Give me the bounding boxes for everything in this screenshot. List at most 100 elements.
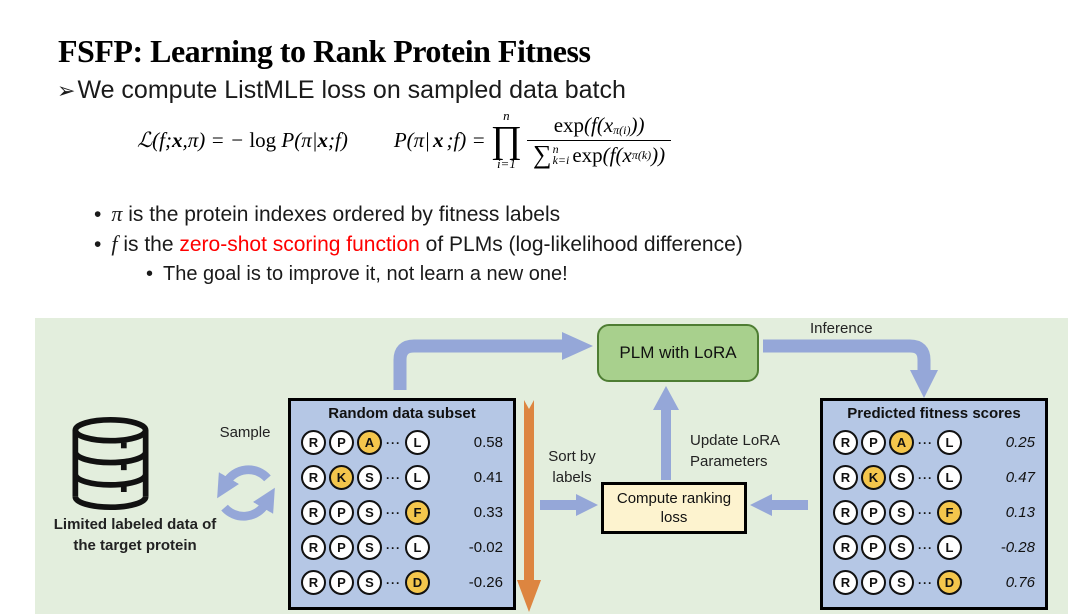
bullet-goal: •The goal is to improve it, not learn a … (146, 263, 568, 285)
protein-row: R P S ··· F 0.33 (301, 495, 505, 530)
inference-label: Inference (810, 320, 873, 337)
amino-acid-circle: S (889, 535, 914, 560)
protein-row: R K S ··· L 0.41 (301, 460, 505, 495)
amino-acid-circle: L (937, 465, 962, 490)
fitness-score: -0.28 (1000, 539, 1035, 556)
database-icon (72, 416, 149, 511)
dot-bullet-icon: • (94, 203, 102, 226)
ellipsis: ··· (918, 505, 933, 520)
amino-acid-circle: K (861, 465, 886, 490)
amino-acid-circle: A (357, 430, 382, 455)
amino-acid-circle: K (329, 465, 354, 490)
fitness-score: 0.58 (473, 434, 503, 451)
amino-acid-circle: F (937, 500, 962, 525)
amino-acid-circle: S (889, 570, 914, 595)
amino-acid-circle: L (405, 430, 430, 455)
plm-with-lora-box: PLM with LoRA (597, 324, 759, 382)
fitness-score: 0.41 (473, 469, 503, 486)
amino-acid-circle: P (329, 430, 354, 455)
amino-acid-circle: R (301, 500, 326, 525)
sum-operator: ∑ (533, 140, 552, 169)
bullet-pi: •π is the protein indexes ordered by fit… (94, 201, 561, 226)
dot-bullet-icon: • (146, 263, 154, 285)
ellipsis: ··· (918, 470, 933, 485)
protein-rows: R P A ··· L 0.25 R K S ··· L 0.47 R (823, 422, 1045, 600)
sum-limits: n k=i (552, 142, 570, 167)
amino-acid-circle: S (357, 465, 382, 490)
protein-row: R K S ··· L 0.47 (833, 460, 1037, 495)
arrow-right-icon (540, 494, 598, 516)
arrow-left-icon (750, 494, 808, 516)
ellipsis: ··· (386, 470, 401, 485)
ellipsis: ··· (386, 575, 401, 590)
sort-arrow-icon (517, 400, 541, 612)
amino-acid-circle: R (833, 535, 858, 560)
ellipsis: ··· (386, 540, 401, 555)
listmle-loss-formula: ℒ(f;x,π) = − log P(π|x;f) (137, 127, 348, 152)
ellipsis: ··· (386, 505, 401, 520)
amino-acid-circle: P (861, 570, 886, 595)
ellipsis: ··· (386, 435, 401, 450)
dot-bullet-icon: • (94, 233, 102, 256)
fitness-score: 0.76 (1005, 574, 1035, 591)
protein-row: R P S ··· D -0.26 (301, 565, 505, 600)
ellipsis: ··· (918, 575, 933, 590)
predicted-fitness-scores-box: Predicted fitness scores R P A ··· L 0.2… (820, 398, 1048, 610)
product-operator: n ∏ i=1 (490, 108, 523, 171)
protein-rows: R P A ··· L 0.58 R K S ··· L 0.41 R (291, 422, 513, 600)
train-elbow-arrow-icon (393, 332, 593, 390)
fitness-score: 0.13 (1005, 504, 1035, 521)
amino-acid-circle: R (301, 570, 326, 595)
arrow-bullet-icon: ➢ (57, 78, 76, 103)
amino-acid-circle: S (357, 500, 382, 525)
inference-elbow-arrow-icon (763, 339, 938, 398)
ellipsis: ··· (918, 435, 933, 450)
amino-acid-circle: P (861, 500, 886, 525)
amino-acid-circle: F (405, 500, 430, 525)
amino-acid-circle: R (833, 570, 858, 595)
fitness-score: 0.47 (1005, 469, 1035, 486)
arrow-up-icon (653, 386, 679, 480)
amino-acid-circle: R (301, 465, 326, 490)
amino-acid-circle: S (889, 465, 914, 490)
amino-acid-circle: D (405, 570, 430, 595)
highlighted-text: zero-shot scoring function (179, 233, 420, 256)
database-label: Limited labeled data of the target prote… (53, 516, 217, 554)
sample-label: Sample (219, 424, 271, 441)
amino-acid-circle: L (937, 535, 962, 560)
amino-acid-circle: A (889, 430, 914, 455)
amino-acid-circle: P (329, 535, 354, 560)
fitness-score: 0.25 (1005, 434, 1035, 451)
protein-row: R P A ··· L 0.25 (833, 425, 1037, 460)
random-data-subset-box: Random data subset R P A ··· L 0.58 R K … (288, 398, 516, 610)
update-lora-label: Update LoRA Parameters (690, 432, 781, 470)
fitness-score: 0.33 (473, 504, 503, 521)
sort-by-labels-label: Sort by labels (548, 448, 596, 486)
amino-acid-circle: R (301, 535, 326, 560)
bullet-f: •f is the zero-shot scoring function of … (94, 231, 743, 256)
amino-acid-circle: R (833, 500, 858, 525)
amino-acid-circle: P (861, 535, 886, 560)
amino-acid-circle: P (861, 430, 886, 455)
protein-row: R P S ··· D 0.76 (833, 565, 1037, 600)
main-bullet-text: We compute ListMLE loss on sampled data … (77, 76, 626, 104)
workflow-diagram: Limited labeled data of the target prote… (35, 318, 1068, 614)
amino-acid-circle: D (937, 570, 962, 595)
compute-ranking-loss-box: Compute ranking loss (601, 482, 747, 534)
fitness-score: -0.02 (468, 539, 503, 556)
amino-acid-circle: L (405, 535, 430, 560)
protein-row: R P S ··· F 0.13 (833, 495, 1037, 530)
ellipsis: ··· (918, 540, 933, 555)
formula-block: ℒ(f;x,π) = − log P(π|x;f) P(π|x;f) = n ∏… (137, 108, 672, 171)
main-bullet: ➢We compute ListMLE loss on sampled data… (57, 76, 626, 105)
amino-acid-circle: S (357, 570, 382, 595)
fitness-score: -0.26 (468, 574, 503, 591)
amino-acid-circle: S (889, 500, 914, 525)
amino-acid-circle: R (301, 430, 326, 455)
protein-row: R P S ··· L -0.28 (833, 530, 1037, 565)
